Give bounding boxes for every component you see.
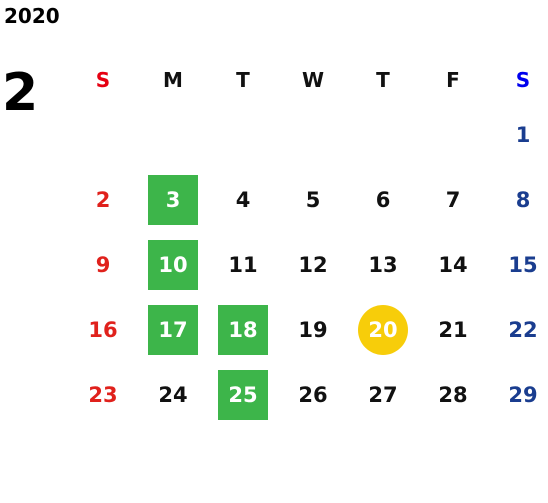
year-label: 2020: [4, 4, 60, 28]
week-row: 16 17 18 19 20 21 22: [68, 297, 548, 362]
day-number: 4: [235, 187, 251, 212]
week-row: 9 10 11 12 13 14 15: [68, 232, 548, 297]
day-cell: 29: [488, 362, 548, 427]
day-cell: 18: [208, 297, 278, 362]
weekday-header-row: S M T W T F S: [68, 58, 548, 102]
day-cell: 27: [348, 362, 418, 427]
day-cell: 24: [138, 362, 208, 427]
highlighted-day: 25: [218, 369, 268, 420]
day-cell: 15: [488, 232, 548, 297]
weekday-saturday: S: [515, 68, 531, 92]
day-number: 27: [368, 382, 398, 407]
day-number: 28: [438, 382, 468, 407]
day-cell: [138, 102, 208, 167]
calendar-grid: S M T W T F S 1 2 3 4 5 6 7 8: [68, 58, 548, 427]
day-cell: 22: [488, 297, 548, 362]
day-number: [148, 110, 198, 160]
day-cell: 17: [138, 297, 208, 362]
day-cell: 11: [208, 232, 278, 297]
day-cell: 5: [278, 167, 348, 232]
weekday-friday: F: [446, 68, 460, 92]
day-number: [358, 110, 408, 160]
day-number: 9: [95, 252, 111, 277]
week-row: 23 24 25 26 27 28 29: [68, 362, 548, 427]
day-number: [78, 110, 128, 160]
weekday-tuesday: T: [236, 68, 250, 92]
day-number: 12: [298, 252, 328, 277]
day-number: [288, 110, 338, 160]
day-cell: [418, 102, 488, 167]
day-cell: 23: [68, 362, 138, 427]
day-number: 8: [515, 187, 531, 212]
day-cell: 20: [348, 297, 418, 362]
day-number: 26: [298, 382, 328, 407]
day-number: 21: [438, 317, 468, 342]
day-number: 15: [508, 252, 538, 277]
day-number: 22: [508, 317, 538, 342]
day-number: 1: [515, 122, 531, 147]
day-number: 6: [375, 187, 391, 212]
day-cell: 10: [138, 232, 208, 297]
day-number: [218, 110, 268, 160]
day-cell: 9: [68, 232, 138, 297]
day-number: 19: [298, 317, 328, 342]
day-cell: [278, 102, 348, 167]
weekday-wednesday: W: [301, 68, 325, 92]
day-number: 2: [95, 187, 111, 212]
day-cell: 16: [68, 297, 138, 362]
weekday-sunday: S: [95, 68, 111, 92]
day-cell: 26: [278, 362, 348, 427]
day-number: 13: [368, 252, 398, 277]
day-cell: 13: [348, 232, 418, 297]
day-number: 5: [305, 187, 321, 212]
day-number: 14: [438, 252, 468, 277]
weekday-monday: M: [163, 68, 183, 92]
day-cell: 8: [488, 167, 548, 232]
weekday-thursday: T: [376, 68, 390, 92]
day-cell: 1: [488, 102, 548, 167]
day-cell: 28: [418, 362, 488, 427]
day-number: 7: [445, 187, 461, 212]
day-cell: [208, 102, 278, 167]
highlighted-day: 3: [148, 174, 198, 225]
day-number: 24: [158, 382, 188, 407]
week-row: 2 3 4 5 6 7 8: [68, 167, 548, 232]
day-number: 16: [88, 317, 118, 342]
day-cell: [348, 102, 418, 167]
day-number: 23: [88, 382, 118, 407]
today-marker: 20: [358, 304, 408, 355]
day-cell: 2: [68, 167, 138, 232]
day-cell: 14: [418, 232, 488, 297]
highlighted-day: 18: [218, 304, 268, 355]
day-cell: 7: [418, 167, 488, 232]
day-cell: 4: [208, 167, 278, 232]
day-cell: 19: [278, 297, 348, 362]
highlighted-day: 10: [148, 239, 198, 290]
highlighted-day: 17: [148, 304, 198, 355]
week-row: 1: [68, 102, 548, 167]
day-cell: [68, 102, 138, 167]
day-cell: 25: [208, 362, 278, 427]
day-number: 11: [228, 252, 258, 277]
day-cell: 3: [138, 167, 208, 232]
day-cell: 6: [348, 167, 418, 232]
day-number: [428, 110, 478, 160]
day-cell: 21: [418, 297, 488, 362]
day-number: 29: [508, 382, 538, 407]
day-cell: 12: [278, 232, 348, 297]
month-label: 2: [2, 63, 39, 123]
